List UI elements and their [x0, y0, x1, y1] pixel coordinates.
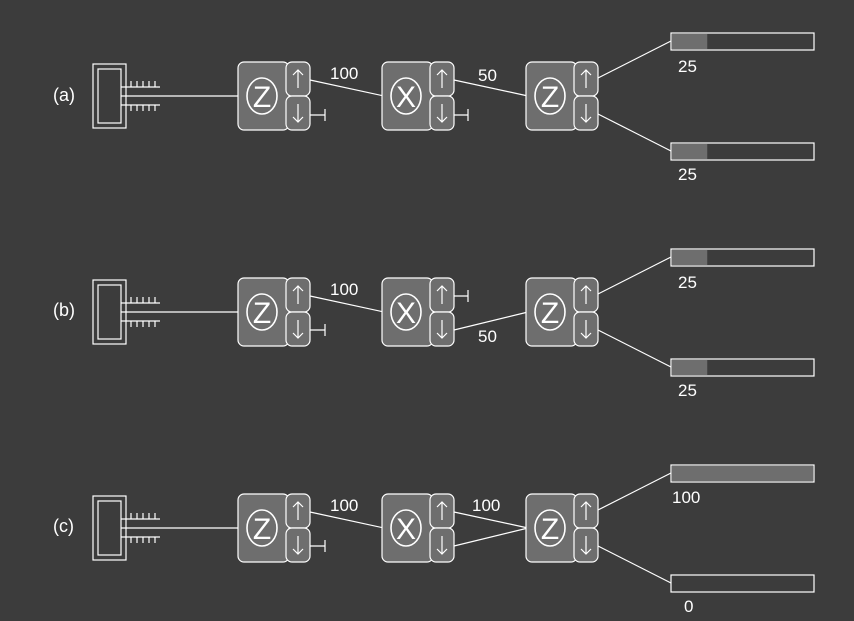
- row-a-source-icon: [92, 63, 240, 129]
- row-c-node1-label: Z: [253, 513, 271, 546]
- row-b-output-top-label: 25: [678, 273, 697, 292]
- row-a-node2-label: X: [396, 81, 416, 114]
- row-c-node-z2: Z: [525, 493, 599, 563]
- row-a-output-top-label: 25: [678, 57, 697, 76]
- row-b-ground-x-icon: [454, 290, 469, 302]
- row-b-output-bottom-label: 25: [678, 381, 697, 400]
- row-b: (b) Z 100 X: [53, 248, 815, 400]
- row-b-output-bottom-bar: [670, 358, 815, 377]
- row-c-source-icon: [92, 495, 240, 561]
- row-b-node-x: X: [381, 277, 469, 347]
- row-a-node-z1: Z: [237, 61, 326, 131]
- row-b-edge1: 100: [330, 280, 358, 299]
- row-a-output-top-bar: [670, 32, 815, 51]
- row-b-edge2: 50: [478, 327, 497, 346]
- row-a-ground-z1-icon: [310, 109, 326, 121]
- row-c-output-top-bar: [670, 464, 815, 483]
- row-a-output-bottom-bar: [670, 142, 815, 161]
- row-a-label: (a): [53, 85, 75, 105]
- row-c-node-z1: Z: [237, 493, 326, 563]
- row-c-output-bottom-bar: [670, 574, 815, 593]
- row-c-output-bottom-label: 0: [684, 597, 693, 616]
- row-b-node3-label: Z: [541, 297, 559, 330]
- row-a: (a) Z 100 X: [53, 32, 815, 184]
- row-a-node1-label: Z: [253, 81, 271, 114]
- row-b-label: (b): [53, 300, 75, 320]
- row-c-edge1: 100: [330, 496, 358, 515]
- row-a-output-bottom-label: 25: [678, 165, 697, 184]
- row-b-node2-label: X: [396, 297, 416, 330]
- row-c-node3-label: Z: [541, 513, 559, 546]
- row-c-edge2: 100: [472, 496, 500, 515]
- row-b-ground-z1-icon: [310, 324, 326, 336]
- row-a-node3-label: Z: [541, 81, 559, 114]
- row-c-ground-z1-icon: [310, 540, 326, 552]
- row-b-source-icon: [92, 279, 240, 345]
- row-c-node2-label: X: [396, 513, 416, 546]
- row-b-node1-label: Z: [253, 297, 271, 330]
- row-c-output-top-label: 100: [672, 488, 700, 507]
- row-a-ground-x-icon: [454, 109, 469, 121]
- row-a-node-x: X: [381, 61, 469, 131]
- row-a-edge1: 100: [330, 64, 358, 83]
- row-c-node-x: X: [381, 493, 455, 563]
- row-c: (c) Z 100 X: [53, 464, 815, 616]
- row-b-node-z2: Z: [525, 277, 599, 347]
- row-b-node-z1: Z: [237, 277, 326, 347]
- row-b-output-top-bar: [670, 248, 815, 267]
- row-a-node-z2: Z: [525, 61, 599, 131]
- row-a-edge2: 50: [478, 66, 497, 85]
- row-c-label: (c): [53, 516, 74, 536]
